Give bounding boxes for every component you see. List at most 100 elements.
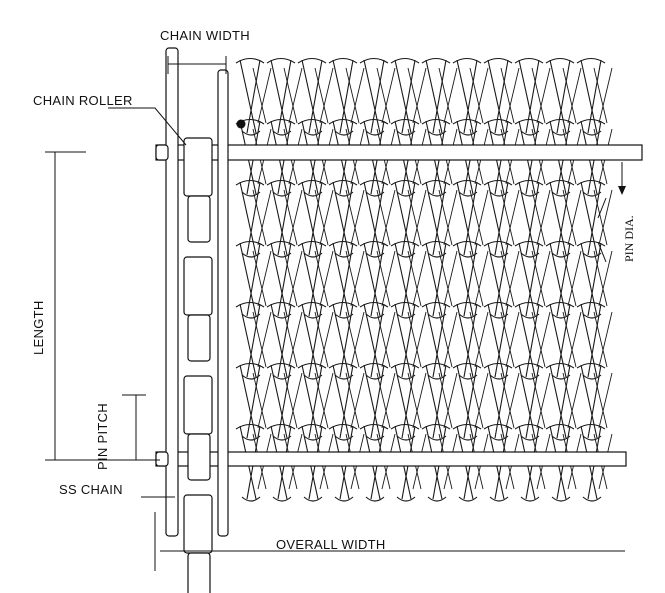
pin-dia-arrow-head bbox=[618, 186, 626, 195]
mesh-link bbox=[483, 240, 513, 319]
mesh-link bbox=[545, 362, 575, 441]
mesh-link bbox=[576, 362, 606, 441]
pin-dia-leader-b bbox=[597, 241, 607, 263]
mesh-link bbox=[297, 240, 327, 319]
pin-dia-label: PIN DIA. bbox=[622, 215, 636, 262]
mesh-cross-strand bbox=[283, 67, 303, 124]
mesh-cross-strand bbox=[407, 311, 427, 368]
mesh-cross-strand bbox=[314, 311, 334, 368]
mesh-link bbox=[328, 240, 358, 319]
mesh-link bbox=[514, 240, 544, 319]
pin-pitch-label: PIN PITCH bbox=[95, 403, 110, 470]
mesh-link bbox=[359, 301, 389, 380]
chain-roller-label: CHAIN ROLLER bbox=[33, 93, 133, 108]
mesh-link bbox=[421, 240, 451, 319]
mesh-cross-strand bbox=[314, 67, 334, 124]
mesh-link bbox=[359, 57, 389, 136]
mesh-cross-strand bbox=[283, 311, 303, 368]
mesh-cross-strand bbox=[531, 372, 551, 429]
length-label: LENGTH bbox=[31, 300, 46, 355]
mesh-link bbox=[359, 240, 389, 319]
mesh-cross-strand bbox=[500, 189, 520, 246]
mesh-cross-strand bbox=[345, 67, 365, 124]
mesh-link bbox=[266, 362, 296, 441]
mesh-link bbox=[328, 301, 358, 380]
mesh-link bbox=[514, 57, 544, 136]
mesh-link bbox=[390, 240, 420, 319]
mesh-cross-strand bbox=[252, 311, 272, 368]
mesh-cross-strand bbox=[407, 67, 427, 124]
mesh-cross-strand bbox=[283, 250, 303, 307]
mesh-cross-strand bbox=[376, 372, 396, 429]
mesh-cross-strand bbox=[593, 250, 613, 307]
mesh-link bbox=[266, 57, 296, 136]
mesh-cross-strand bbox=[531, 250, 551, 307]
mesh-link bbox=[235, 301, 265, 380]
ss-chain-label: SS CHAIN bbox=[59, 482, 123, 497]
chain-roller bbox=[183, 137, 213, 197]
wire-mesh-spirals bbox=[235, 57, 613, 502]
mesh-cross-strand bbox=[314, 372, 334, 429]
mesh-cross-strand bbox=[438, 67, 458, 124]
mesh-link bbox=[452, 362, 482, 441]
mesh-link bbox=[483, 179, 513, 258]
mesh-cross-strand bbox=[500, 67, 520, 124]
chain-link-bushing bbox=[187, 195, 211, 243]
mesh-cross-strand bbox=[314, 250, 334, 307]
mesh-link bbox=[359, 179, 389, 258]
mesh-link bbox=[545, 57, 575, 136]
mesh-link bbox=[514, 179, 544, 258]
mesh-link bbox=[297, 179, 327, 258]
mesh-cross-strand bbox=[500, 311, 520, 368]
mesh-link bbox=[576, 179, 606, 258]
mesh-cross-strand bbox=[376, 189, 396, 246]
mesh-cross-strand bbox=[531, 189, 551, 246]
mesh-cross-strand bbox=[531, 67, 551, 124]
mesh-link bbox=[452, 57, 482, 136]
mesh-cross-strand bbox=[376, 250, 396, 307]
mesh-link bbox=[390, 362, 420, 441]
chain-link-bushing bbox=[187, 552, 211, 593]
mesh-link bbox=[328, 362, 358, 441]
mesh-link bbox=[235, 179, 265, 258]
mesh-cross-strand bbox=[252, 189, 272, 246]
mesh-cross-strand bbox=[407, 372, 427, 429]
mesh-cross-strand bbox=[562, 250, 582, 307]
mesh-cross-strand bbox=[593, 189, 613, 246]
chain-width-label: CHAIN WIDTH bbox=[160, 28, 250, 43]
mesh-cross-strand bbox=[376, 67, 396, 124]
mesh-cross-strand bbox=[469, 67, 489, 124]
chain-side-plate-right bbox=[217, 69, 229, 537]
mesh-cross-strand bbox=[469, 311, 489, 368]
chain-link-bushing bbox=[187, 314, 211, 362]
mesh-link bbox=[297, 301, 327, 380]
mesh-cross-strand bbox=[252, 67, 272, 124]
mesh-link bbox=[421, 57, 451, 136]
mesh-link bbox=[266, 179, 296, 258]
mesh-link bbox=[421, 301, 451, 380]
mesh-link bbox=[576, 301, 606, 380]
mesh-cross-strand bbox=[438, 189, 458, 246]
mesh-cross-strand bbox=[562, 311, 582, 368]
mesh-cross-strand bbox=[252, 250, 272, 307]
mesh-cross-strand bbox=[407, 189, 427, 246]
mesh-link bbox=[297, 362, 327, 441]
mesh-link bbox=[545, 301, 575, 380]
mesh-cross-strand bbox=[407, 250, 427, 307]
pin-head-top bbox=[155, 144, 169, 161]
mesh-cross-strand bbox=[283, 189, 303, 246]
mesh-cross-strand bbox=[562, 67, 582, 124]
mesh-cross-strand bbox=[469, 372, 489, 429]
mesh-link bbox=[452, 240, 482, 319]
mesh-cross-strand bbox=[438, 250, 458, 307]
mesh-link bbox=[328, 179, 358, 258]
mesh-cross-strand bbox=[345, 189, 365, 246]
mesh-link bbox=[390, 301, 420, 380]
chain-roller bbox=[183, 494, 213, 554]
mesh-end-bead bbox=[236, 119, 246, 129]
mesh-cross-strand bbox=[283, 372, 303, 429]
mesh-link bbox=[235, 57, 265, 136]
mesh-cross-strand bbox=[345, 250, 365, 307]
mesh-cross-strand bbox=[593, 67, 613, 124]
